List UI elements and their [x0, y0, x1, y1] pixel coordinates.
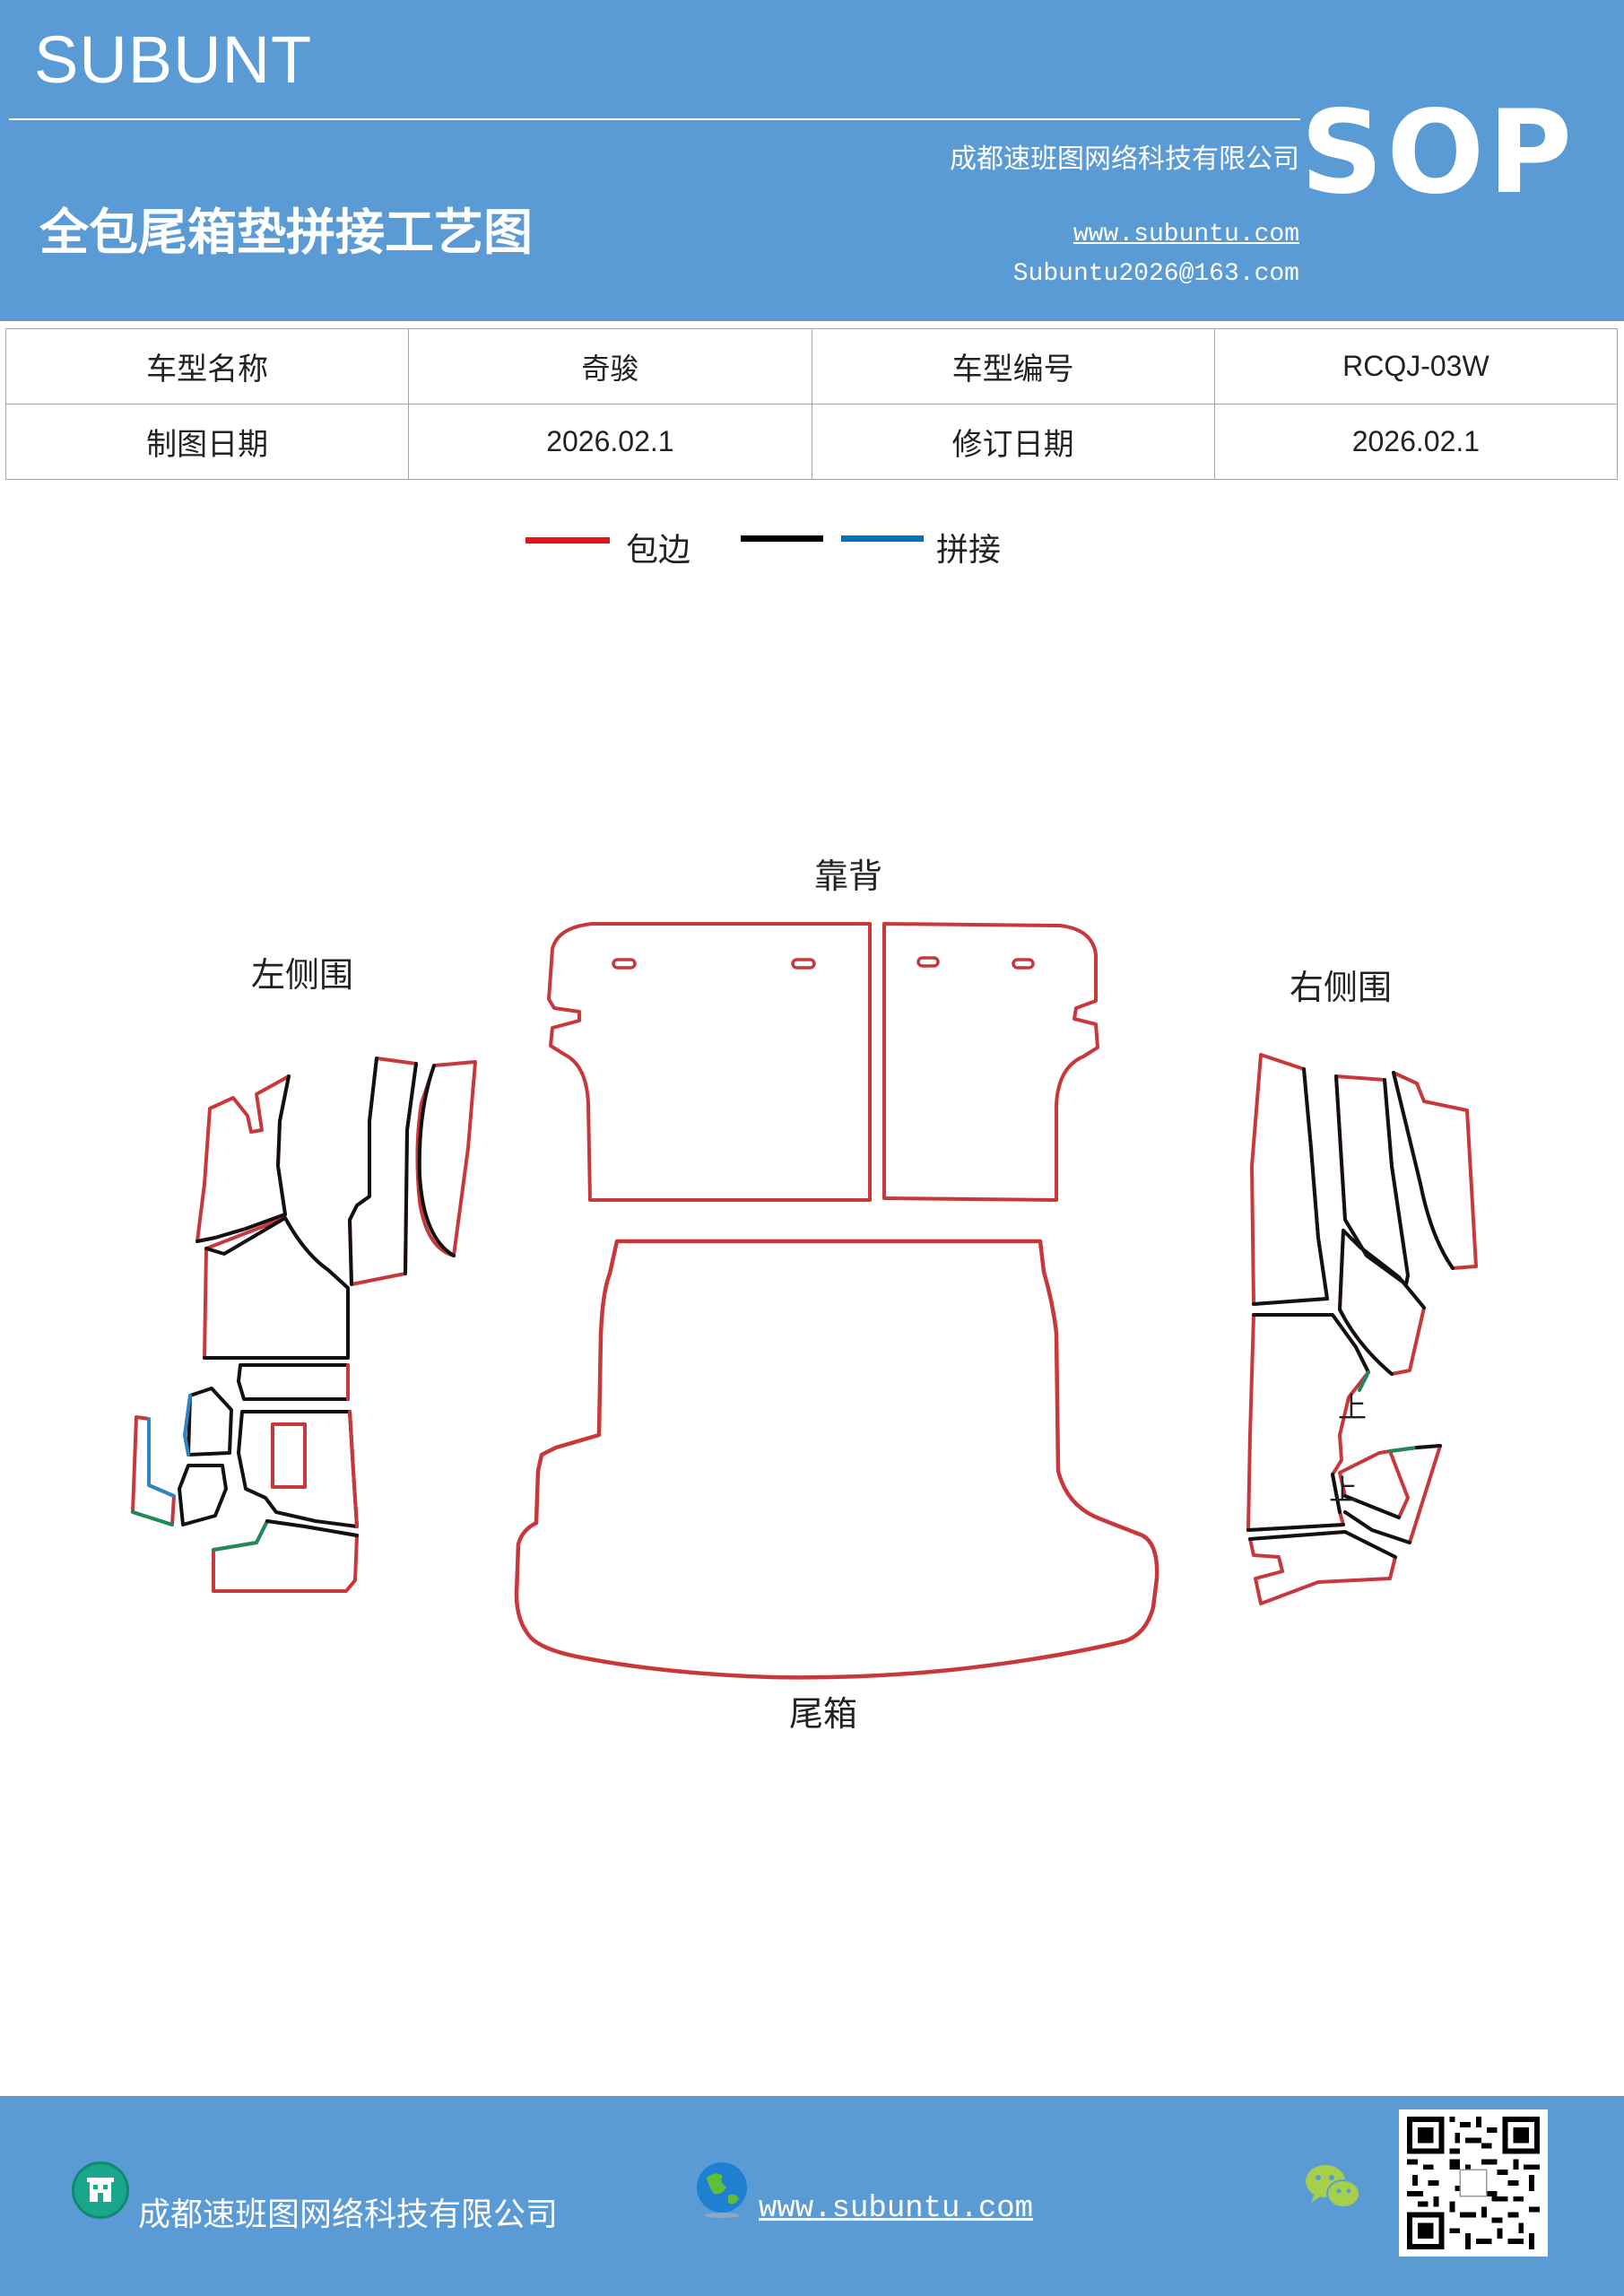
header-divider [9, 118, 1300, 120]
right-side-label: 右侧围 [1290, 968, 1392, 1007]
legend-black-swatch [741, 535, 823, 542]
table-row: 车型名称 奇骏 车型编号 RCQJ-03W [4, 328, 1619, 404]
model-name-label: 车型名称 [4, 328, 410, 404]
left-side-label: 左侧围 [251, 955, 353, 995]
document-title: 全包尾箱垫拼接工艺图 [39, 203, 534, 261]
trunk-floor-panel [514, 1239, 1159, 1680]
sop-badge: SOP [1300, 86, 1576, 220]
trunk-label: 尾箱 [789, 1694, 857, 1734]
header-banner: SUBUNT SOP 全包尾箱垫拼接工艺图 成都速班图网络科技有限公司 www.… [0, 0, 1624, 321]
company-name: 成都速班图网络科技有限公司 [950, 144, 1299, 175]
website-link[interactable]: www.subuntu.com [1073, 221, 1299, 248]
email-address[interactable]: Subuntu2026@163.com [1012, 260, 1299, 288]
up-mark-lower: 上 [1329, 1473, 1358, 1507]
legend-seam-label: 拼接 [936, 532, 1002, 569]
right-side-panels [1246, 1053, 1478, 1605]
vehicle-info-table: 车型名称 奇骏 车型编号 RCQJ-03W 制图日期 2026.02.1 修订日… [4, 328, 1619, 480]
building-icon [72, 2161, 129, 2219]
wechat-icon[interactable] [1302, 2160, 1365, 2213]
draw-date-value: 2026.02.1 [408, 404, 812, 480]
backrest-left-panel [547, 922, 872, 1202]
model-code-value: RCQJ-03W [1213, 328, 1619, 404]
table-row: 制图日期 2026.02.1 修订日期 2026.02.1 [4, 404, 1619, 480]
footer-website-link[interactable]: www.subuntu.com [759, 2192, 1034, 2226]
backrest-label: 靠背 [814, 857, 882, 896]
legend-edge-label: 包边 [626, 532, 691, 569]
legend-blue-swatch [841, 535, 924, 542]
revision-date-value: 2026.02.1 [1213, 404, 1619, 480]
qr-code [1399, 2109, 1548, 2257]
model-code-label: 车型编号 [811, 328, 1215, 404]
globe-icon [692, 2160, 751, 2219]
left-side-panels [131, 1057, 477, 1593]
up-mark-upper: 上 [1338, 1390, 1367, 1424]
backrest-right-panel [882, 922, 1099, 1202]
brand-name: SUBUNT [34, 22, 313, 97]
model-name-value: 奇骏 [408, 328, 812, 404]
revision-date-label: 修订日期 [811, 404, 1215, 480]
draw-date-label: 制图日期 [4, 404, 410, 480]
legend-edge-swatch [525, 537, 610, 544]
footer-company-name: 成都速班图网络科技有限公司 [138, 2196, 559, 2233]
